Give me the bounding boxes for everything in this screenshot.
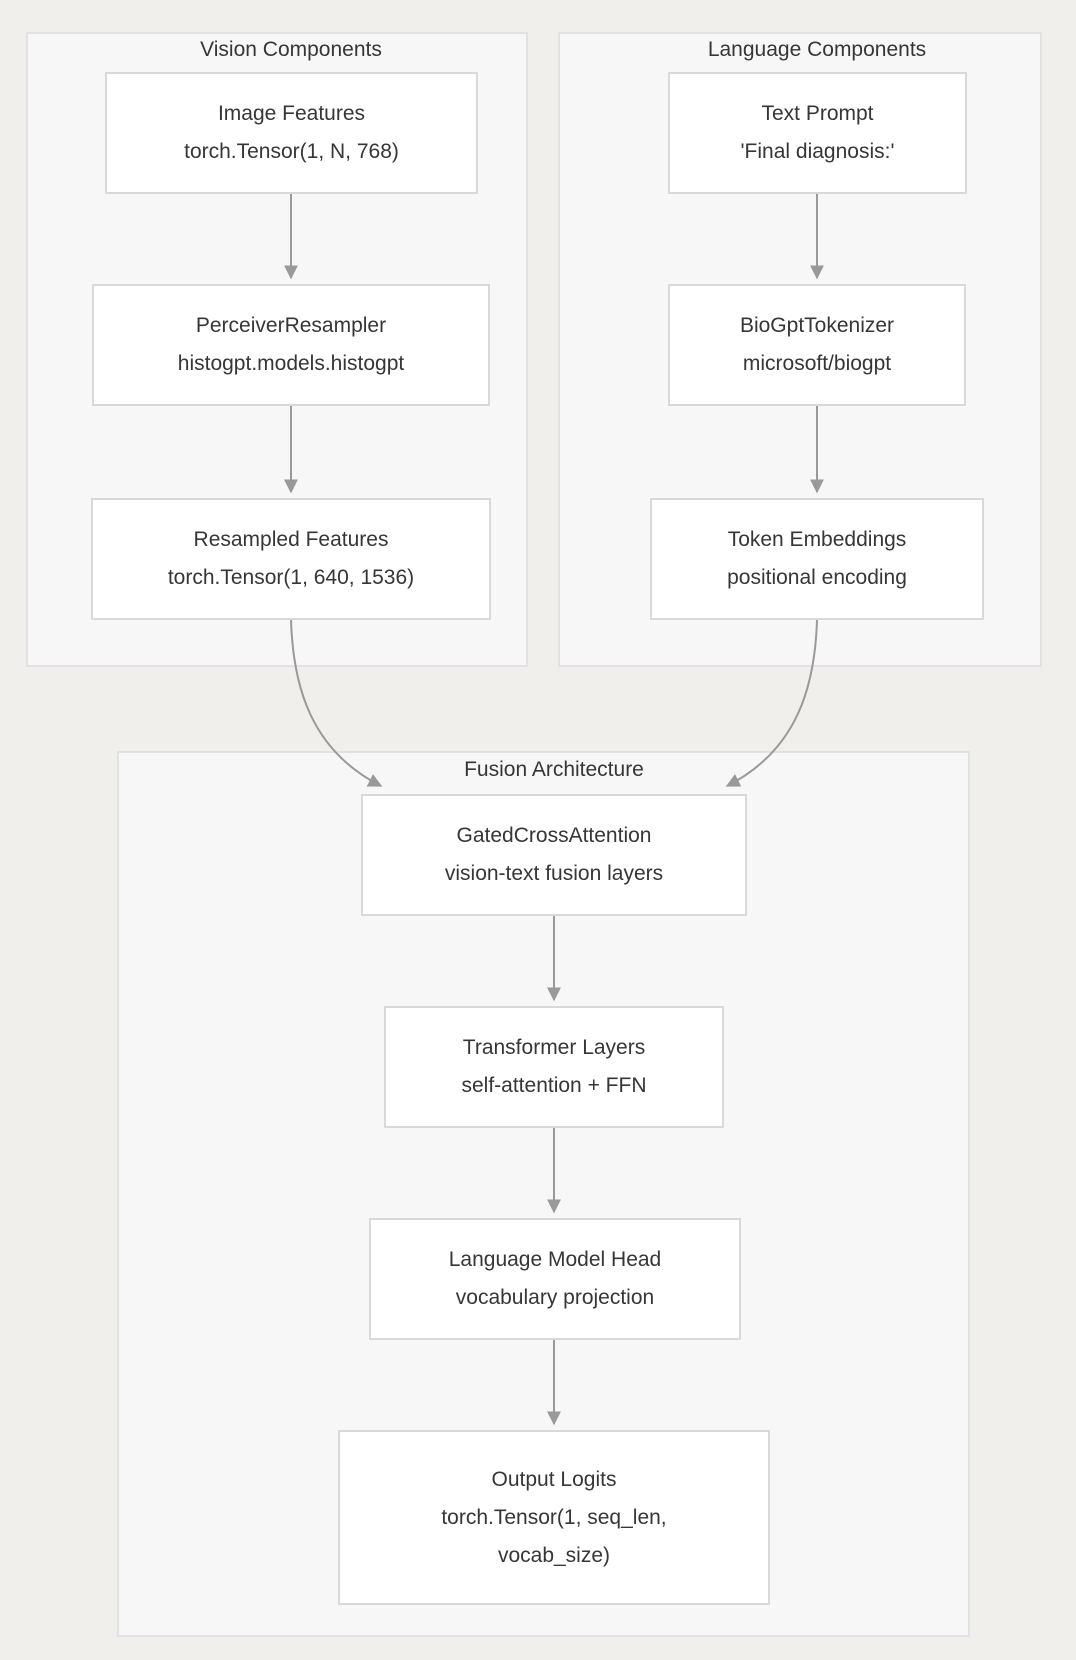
node-label: Image Features xyxy=(217,102,366,125)
node-label: BioGptTokenizer xyxy=(739,314,895,337)
node-biogpt-tokenizer: BioGptTokenizer microsoft/biogpt xyxy=(668,284,966,406)
node-perceiver-resampler: PerceiverResampler histogpt.models.histo… xyxy=(92,284,490,406)
cluster-title-fusion: Fusion Architecture xyxy=(464,758,644,781)
node-label: Language Model Head xyxy=(448,1248,662,1271)
node-sublabel: vision-text fusion layers xyxy=(444,862,664,885)
cluster-title-language: Language Components xyxy=(707,38,927,61)
node-sublabel: vocabulary projection xyxy=(455,1286,655,1309)
node-resampled-features: Resampled Features torch.Tensor(1, 640, … xyxy=(91,498,491,620)
node-sublabel: torch.Tensor(1, 640, 1536) xyxy=(167,566,415,589)
node-token-embeddings: Token Embeddings positional encoding xyxy=(650,498,984,620)
node-output-logits: Output Logits torch.Tensor(1, seq_len, v… xyxy=(338,1430,770,1605)
cluster-title-vision: Vision Components xyxy=(200,38,382,61)
node-sublabel: torch.Tensor(1, seq_len, xyxy=(441,1505,667,1529)
node-sublabel: self-attention + FFN xyxy=(461,1074,647,1097)
node-image-features: Image Features torch.Tensor(1, N, 768) xyxy=(105,72,478,194)
node-gated-cross-attention: GatedCrossAttention vision-text fusion l… xyxy=(361,794,747,916)
node-sublabel-2: vocab_size) xyxy=(497,1543,611,1567)
node-sublabel: histogpt.models.histogpt xyxy=(177,352,405,375)
node-label: Transformer Layers xyxy=(462,1036,646,1059)
node-label: Token Embeddings xyxy=(727,528,907,551)
node-label: PerceiverResampler xyxy=(195,314,387,337)
node-label: GatedCrossAttention xyxy=(456,824,652,847)
node-sublabel: microsoft/biogpt xyxy=(742,352,892,375)
node-label: Output Logits xyxy=(491,1467,617,1491)
node-language-model-head: Language Model Head vocabulary projectio… xyxy=(369,1218,741,1340)
node-text-prompt: Text Prompt 'Final diagnosis:' xyxy=(668,72,967,194)
node-sublabel: positional encoding xyxy=(727,566,907,589)
node-label: Resampled Features xyxy=(193,528,389,551)
node-label: Text Prompt xyxy=(761,102,874,125)
node-sublabel: torch.Tensor(1, N, 768) xyxy=(184,140,399,163)
node-transformer-layers: Transformer Layers self-attention + FFN xyxy=(384,1006,724,1128)
node-sublabel: 'Final diagnosis:' xyxy=(740,140,895,163)
